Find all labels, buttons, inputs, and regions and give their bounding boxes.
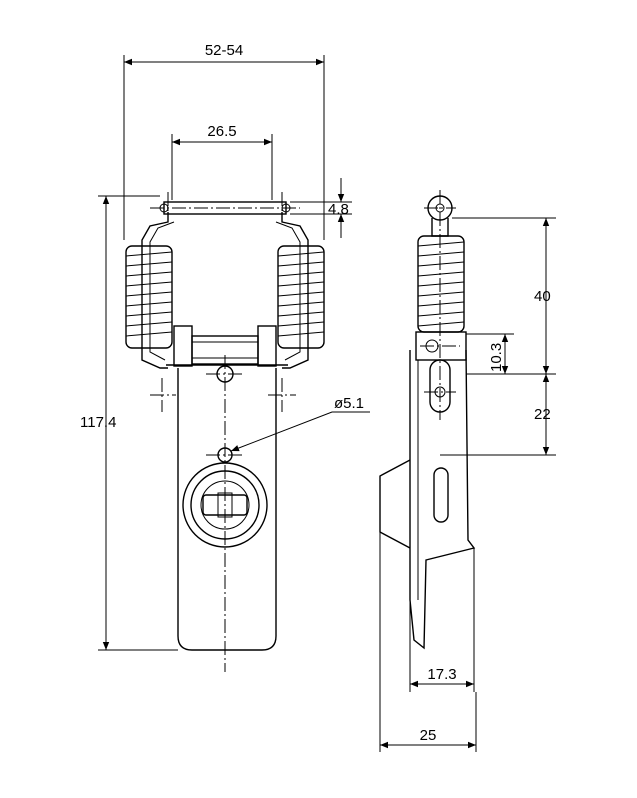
dimension-side-height-label: 40 <box>534 288 551 305</box>
side-lock-flange <box>379 459 411 549</box>
front-centerline-lower-left <box>150 378 176 412</box>
dimension-side-depth-label: 17.3 <box>427 666 456 683</box>
dimension-side-lower: 22 <box>440 374 556 456</box>
front-centerline-lower-right <box>268 378 296 412</box>
dimension-hole-diameter: ø5.1 <box>230 395 370 452</box>
wire-bail-right <box>281 212 309 369</box>
wire-bail-inner-left <box>149 221 175 361</box>
dimension-overall-length-label: 117.4 <box>80 414 116 431</box>
dimension-pin-diameter: 4.8 <box>290 178 352 238</box>
side-slot <box>433 467 449 523</box>
latch-plate <box>177 368 277 651</box>
wire-bail-inner-right <box>275 221 301 361</box>
spring-right <box>277 245 325 349</box>
side-body <box>409 349 476 650</box>
dimension-side-offset: 10.3 <box>466 333 514 375</box>
dimension-spring-spacing-label: 26.5 <box>207 123 236 140</box>
dimension-side-height: 40 <box>452 217 556 375</box>
dimension-overall-length: 117.4 <box>80 195 178 651</box>
dimension-side-depth: 17.3 <box>409 548 475 692</box>
dimension-overall-width-label: 52-54 <box>205 42 243 59</box>
dimension-pin-diameter-label: 4.8 <box>328 201 349 218</box>
dimension-side-total-depth: 25 <box>379 532 477 752</box>
side-spring <box>417 235 465 333</box>
dimension-side-offset-label: 10.3 <box>488 343 505 372</box>
dimension-hole-diameter-label: ø5.1 <box>334 395 364 412</box>
dimension-side-lower-label: 22 <box>534 406 551 423</box>
front-view: 52-54 26.5 4.8 117.4 ø5.1 <box>80 42 370 672</box>
dimension-spring-spacing: 26.5 <box>171 123 273 200</box>
spring-left <box>125 245 173 349</box>
wire-bail-left <box>141 212 169 369</box>
side-view: 40 10.3 22 17.3 25 <box>379 190 556 752</box>
dimension-overall-width: 52-54 <box>123 42 325 240</box>
dimension-side-total-depth-label: 25 <box>420 727 437 744</box>
